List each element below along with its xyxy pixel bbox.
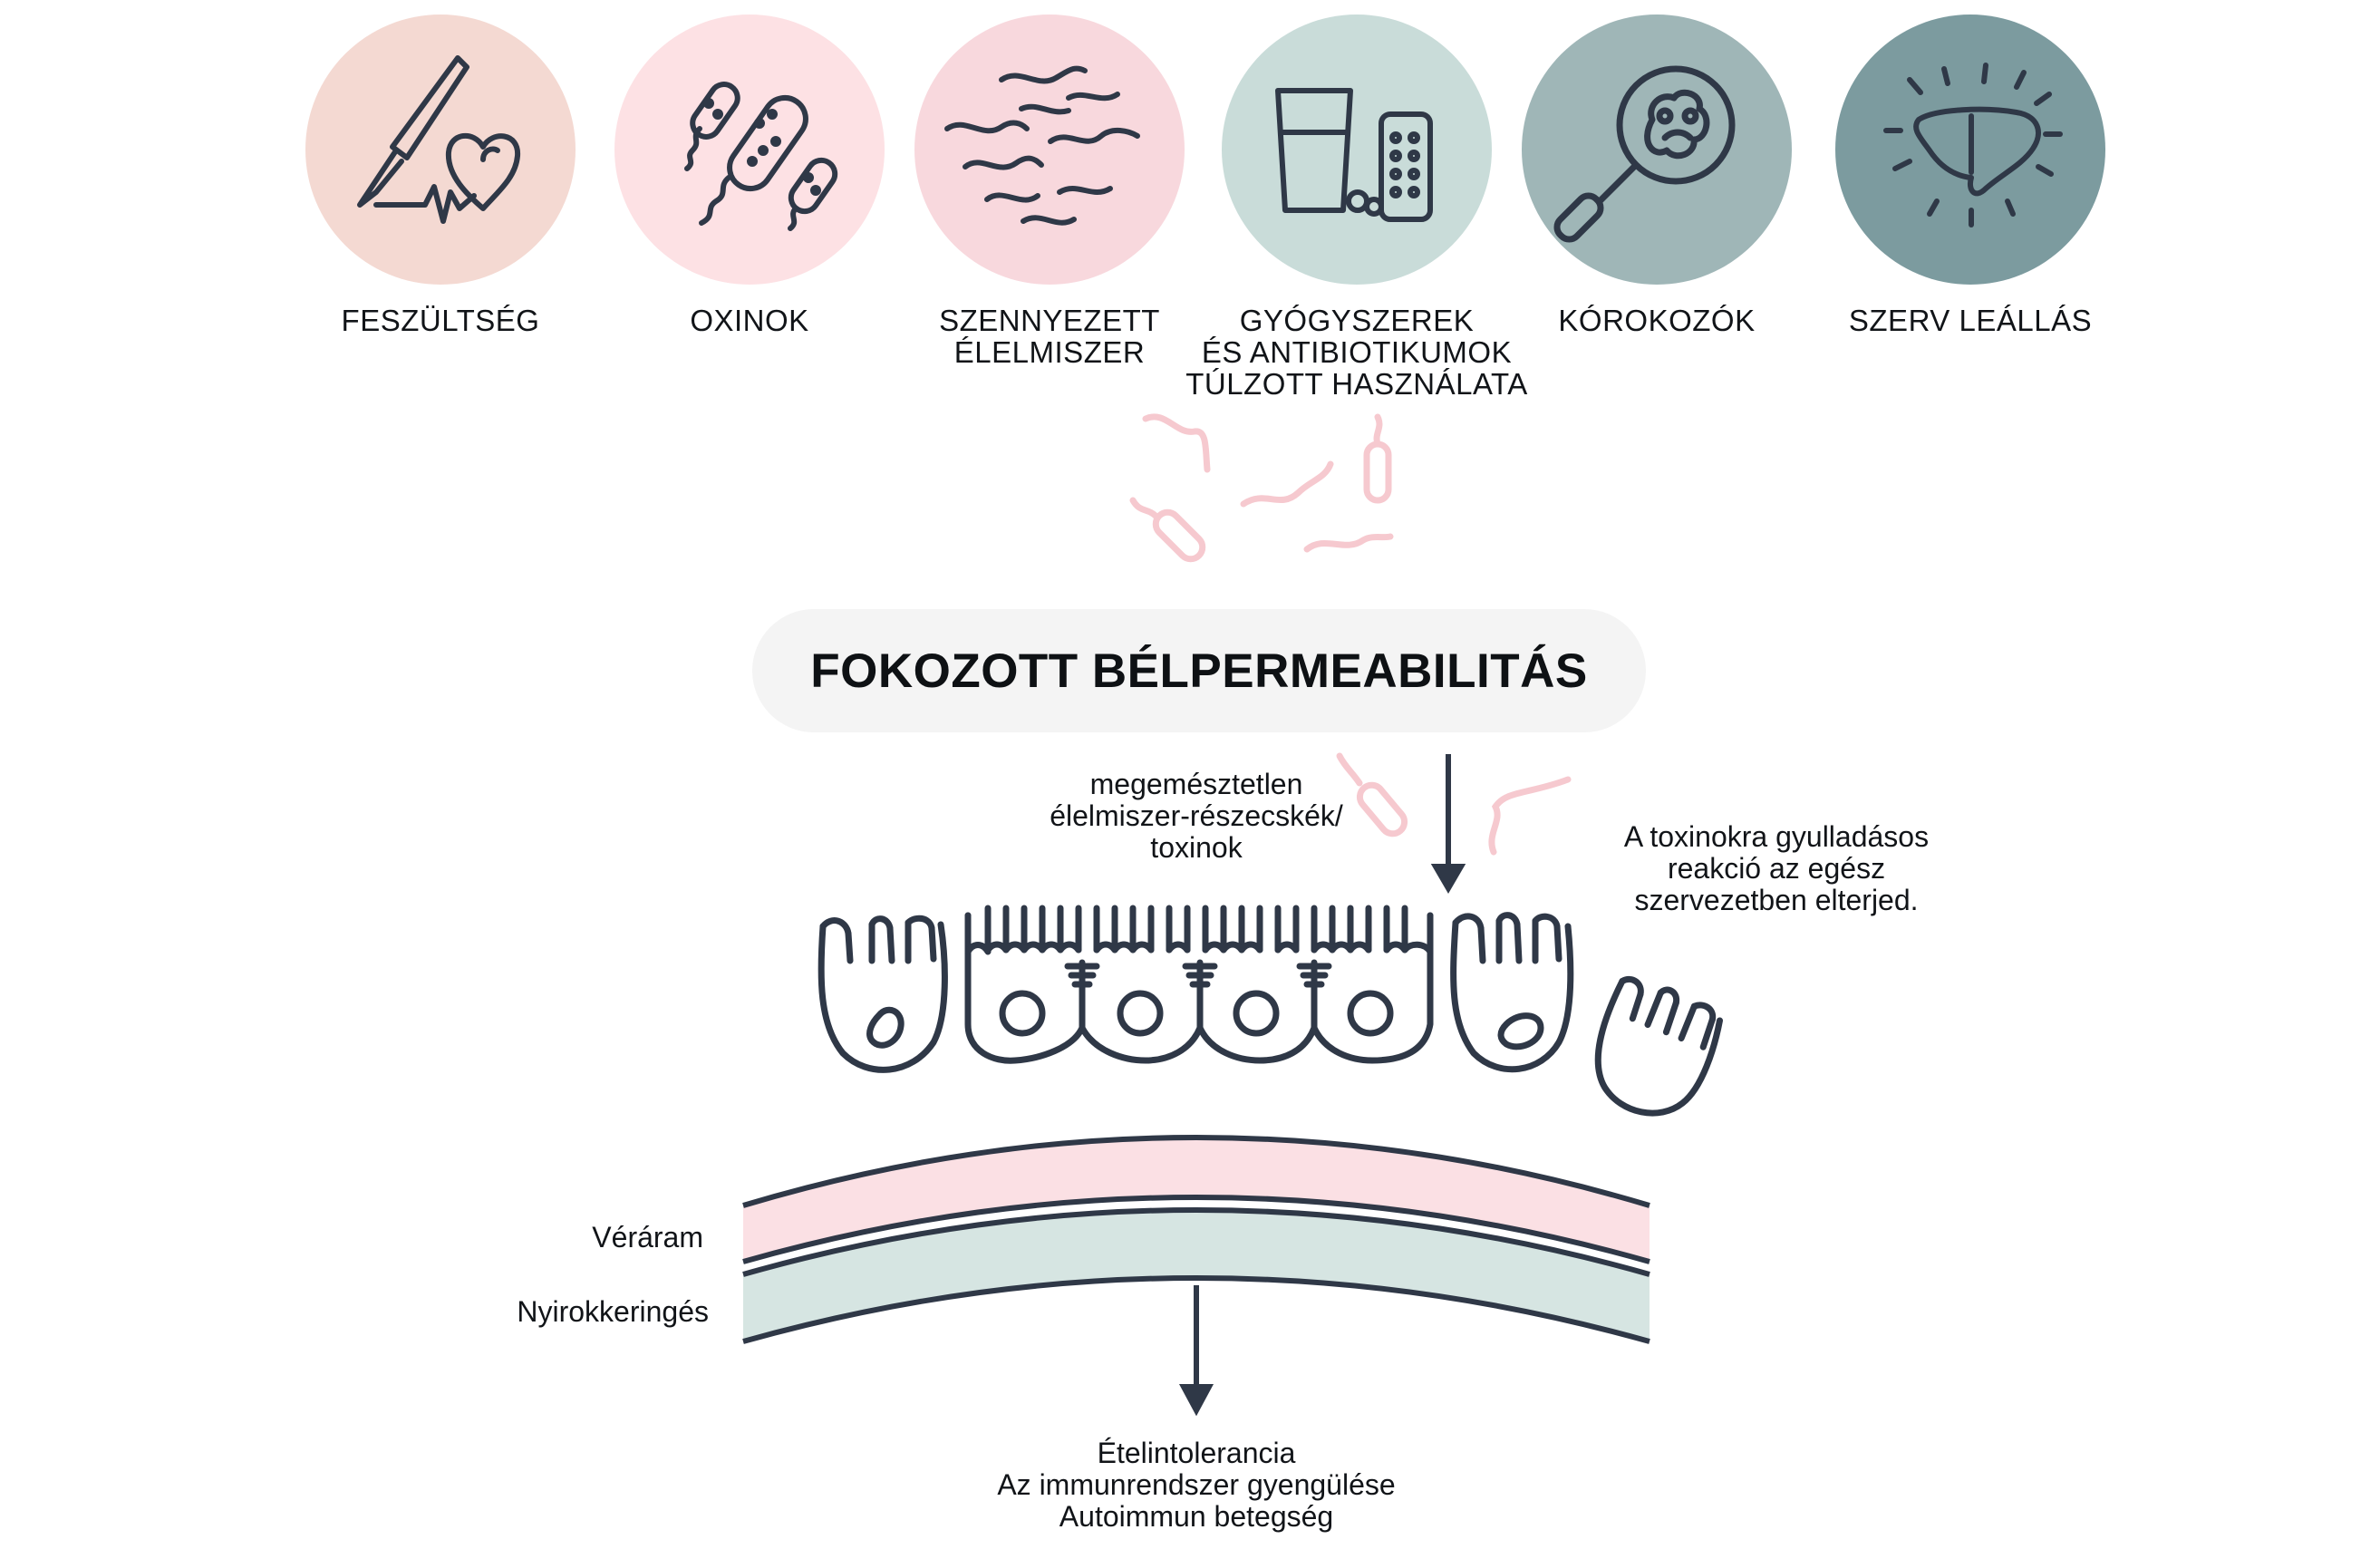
gut-cell	[818, 921, 948, 1073]
particles-label: megemésztetlen élelmiszer-részecskék/ to…	[988, 769, 1405, 864]
outcome-item: Az immunrendszer gyengülése	[997, 1468, 1396, 1501]
cause-circle-toxins	[614, 15, 885, 285]
inflammation-label-line: reakció az egész	[1667, 852, 1886, 885]
germ-worm-icon	[1240, 460, 1334, 508]
microvilli	[819, 915, 935, 937]
cause-label-line: KÓROKOZÓK	[1558, 304, 1756, 337]
nucleus	[999, 990, 1046, 1037]
cause-label-line: TÚLZOTT HASZNÁLATA	[1185, 367, 1528, 401]
magnifier-germ-icon	[1553, 65, 1736, 243]
cause-toxins: OXINOK	[577, 15, 922, 336]
cause-circle-organ	[1835, 15, 2105, 285]
microvilli	[1477, 917, 1562, 964]
cause-label-line: ÉS ANTIBIOTIKUMOK	[1201, 335, 1513, 369]
bacteria-icon	[684, 82, 838, 231]
particles-label-line: megemésztetlen	[1089, 768, 1303, 800]
title-pill: FOKOZOTT BÉLPERMEABILITÁS	[752, 609, 1646, 732]
microvilli	[845, 919, 937, 964]
cause-label-food: SZENNYEZETT ÉLELMISZER	[877, 305, 1222, 368]
cause-drugs: GYÓGYSZEREK ÉS ANTIBIOTIKUMOK TÚLZOTT HA…	[1185, 15, 1529, 400]
nucleus	[1117, 990, 1164, 1037]
outcome-item: Ételintolerancia	[1097, 1437, 1296, 1469]
arrow-down	[1430, 754, 1466, 894]
nucleus	[1347, 990, 1394, 1037]
pills-glass-icon	[1275, 88, 1433, 222]
nucleus	[1233, 990, 1280, 1037]
liver-icon	[1883, 63, 2063, 228]
microvilli	[964, 905, 1434, 955]
inflammation-label-line: A toxinokra gyulladásos	[1623, 820, 1930, 853]
tight-junction	[1064, 963, 1100, 988]
cause-label-stress: FESZÜLTSÉG	[268, 305, 613, 336]
cause-organ: SZERV LEÁLLÁS	[1798, 15, 2143, 336]
cause-label-line: FESZÜLTSÉG	[341, 304, 540, 337]
inflammation-label: A toxinokra gyulladásos reakció az egész…	[1577, 821, 1976, 916]
nucleus	[866, 1006, 905, 1049]
germ-worm-icon	[1303, 533, 1394, 553]
blood-label: Véráram	[592, 1221, 703, 1254]
germ-tail-icon	[1129, 497, 1160, 520]
microvilli	[1452, 912, 1561, 932]
germ-rod-icon	[1363, 440, 1392, 504]
scalpel-heart-icon	[357, 55, 521, 224]
arrow-down-outcomes	[1178, 1285, 1214, 1417]
cause-stress: FESZÜLTSÉG	[268, 15, 613, 336]
germ-tail-icon	[1373, 413, 1383, 448]
cause-pathogens: KÓROKOZÓK	[1485, 15, 1829, 336]
detached-cell	[1594, 975, 1724, 1117]
vessel-bands	[742, 1135, 1650, 1344]
tight-junction	[1296, 963, 1332, 988]
cause-circle-pathogens	[1522, 15, 1792, 285]
outcome-item: Autoimmun betegség	[1059, 1500, 1334, 1533]
germ-worm-icon	[1488, 776, 1572, 856]
vessel-lines	[742, 1135, 1650, 1344]
cause-label-drugs: GYÓGYSZEREK ÉS ANTIBIOTIKUMOK TÚLZOTT HA…	[1185, 305, 1529, 400]
particles-label-line: toxinok	[1150, 831, 1243, 864]
floating-germs	[1129, 413, 1572, 856]
particles-label-line: élelmiszer-részecskék/	[1050, 799, 1343, 832]
cause-label-line: ÉLELMISZER	[953, 335, 1146, 369]
nucleus	[1497, 1012, 1544, 1050]
lymph-label: Nyirokkeringés	[517, 1295, 709, 1328]
cause-label-line: SZENNYEZETT	[939, 304, 1160, 337]
microvilli-tips	[964, 941, 1434, 955]
blood-band	[743, 1138, 1650, 1260]
gut-cell	[1450, 919, 1574, 1073]
cause-circle-stress	[305, 15, 576, 285]
cause-circle-drugs	[1222, 15, 1492, 285]
cause-circle-food	[914, 15, 1185, 285]
germ-rod-icon	[1356, 781, 1408, 837]
gut-cells	[818, 905, 1724, 1117]
cause-label-pathogens: KÓROKOZÓK	[1485, 305, 1829, 336]
cause-label-line: OXINOK	[690, 304, 809, 337]
cause-food: SZENNYEZETT ÉLELMISZER	[877, 15, 1222, 368]
tight-junction	[1182, 963, 1218, 988]
cause-label-line: SZERV LEÁLLÁS	[1848, 304, 2093, 337]
worms-icon	[944, 65, 1140, 226]
cause-label-toxins: OXINOK	[577, 305, 922, 336]
inflammation-label-line: szervezetben elterjed.	[1634, 884, 1919, 916]
outcomes: Ételintolerancia Az immunrendszer gyengü…	[924, 1438, 1468, 1533]
germ-tail-icon	[1336, 752, 1363, 787]
cause-label-organ: SZERV LEÁLLÁS	[1798, 305, 2143, 336]
germ-worm-icon	[1142, 413, 1211, 473]
cause-label-line: GYÓGYSZEREK	[1239, 304, 1475, 337]
